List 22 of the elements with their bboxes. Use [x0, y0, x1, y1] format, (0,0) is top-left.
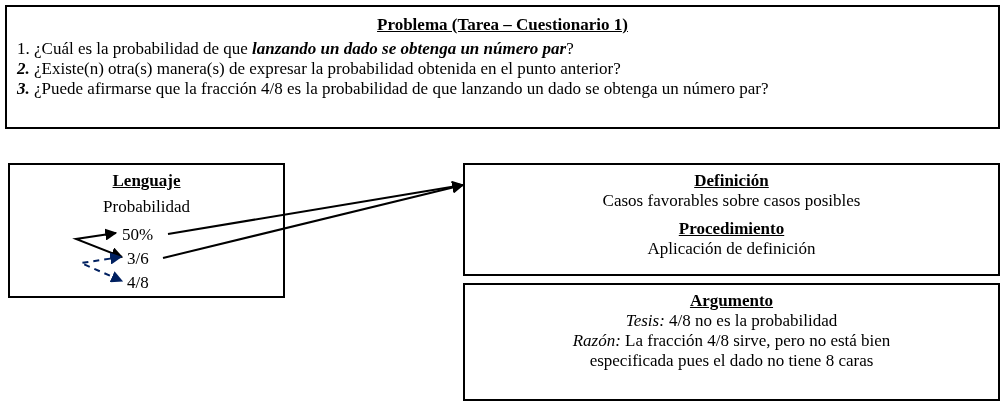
body-text: Razón: La fracción 4/8 sirve, pero no está bien especificada pues el dado no tiene 8 caras	[571, 331, 892, 371]
arrow	[72, 228, 124, 259]
body-text: Probabilidad	[102, 197, 191, 217]
body-text: 1. ¿Cuál es la probabilidad de que lanzando un dado se obtenga un número par?	[17, 39, 575, 59]
heading: Procedimiento	[677, 219, 786, 239]
text-box	[463, 163, 1000, 276]
value-text: 3/6	[127, 249, 149, 269]
heading: Argumento	[688, 291, 775, 311]
body-text: Casos favorables sobre casos posibles	[601, 191, 862, 211]
body-text: 3. ¿Puede afirmarse que la fracción 4/8 es la probabilidad de que lanzando un dado se obtenga un número par?	[17, 79, 770, 99]
text-box	[5, 5, 1000, 129]
heading: Lenguaje	[111, 171, 182, 191]
arrow	[162, 181, 465, 259]
text-box	[8, 163, 285, 298]
body-text: Tesis: 4/8 no es la probabilidad	[624, 311, 839, 331]
text-box	[463, 283, 1000, 401]
heading: Problema (Tarea – Cuestionario 1)	[376, 15, 629, 35]
value-text: 4/8	[127, 273, 149, 293]
body-text: Aplicación de definición	[646, 239, 817, 259]
value-text: 50%	[122, 225, 154, 245]
body-text: 2. ¿Existe(n) otra(s) manera(s) de expresar la probabilidad obtenida en el punto anterior?	[17, 59, 622, 79]
heading: Definición	[693, 171, 770, 191]
